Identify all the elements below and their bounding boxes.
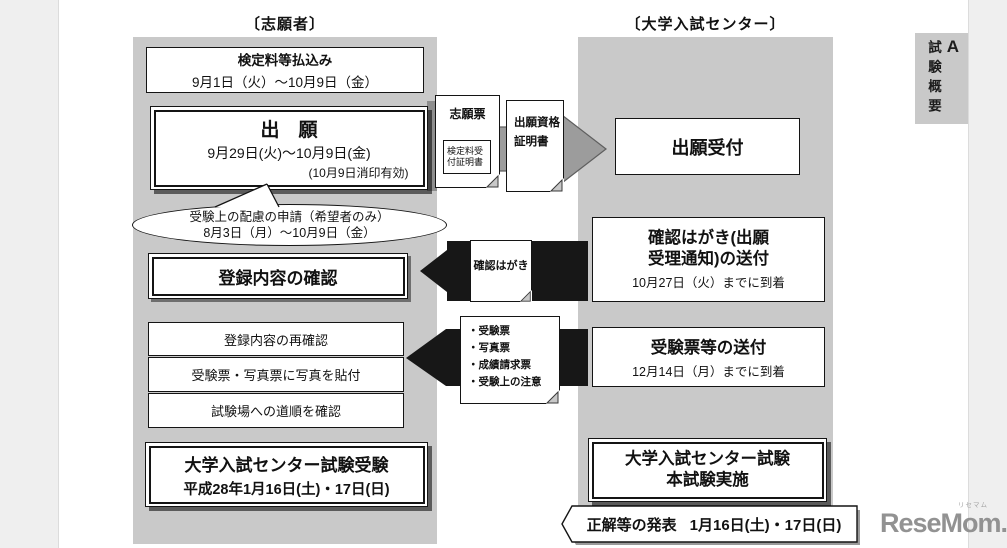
postcard-box: 確認はがき(出願 受理通知)の送付 10月27日（火）までに到着	[592, 217, 825, 302]
qualification-paper: 出願資格 証明書	[506, 100, 564, 192]
qualification-line2: 証明書	[514, 135, 549, 148]
confirm-box: 登録内容の確認	[148, 253, 408, 299]
side-tab-letter: A	[946, 37, 959, 56]
recheck-label: 登録内容の再確認	[223, 332, 328, 348]
bullet: ・	[468, 342, 479, 354]
page-fold-icon	[520, 290, 532, 302]
tickets-box: 受験票等の送付 12月14日（月）までに到着	[592, 327, 825, 387]
answer-banner-label: 正解等の発表	[586, 516, 677, 534]
center-header: 〔大学入試センター〕	[625, 16, 786, 33]
side-tab-kanji: 試験概要	[926, 40, 941, 118]
bullet: ・	[468, 325, 479, 337]
exam-box-applicant: 大学入試センター試験受験 平成28年1月16日(土)・17日(日)	[145, 442, 428, 507]
bullet: ・	[468, 376, 479, 388]
application-title: 出 願	[260, 120, 318, 141]
qualification-line1: 出願資格	[514, 117, 560, 129]
resemom-logo-ruby: リセマム	[958, 502, 988, 509]
application-postmark-note: (10月9日消印有効)	[308, 166, 409, 180]
confirm-label: 登録内容の確認	[218, 268, 338, 288]
postcard-arrival: 10月27日（火）までに到着	[632, 276, 785, 291]
enclosure-item: ・ 成績請求票	[468, 357, 559, 374]
resemom-logo-text: ReseMom.	[880, 507, 1007, 538]
application-form-paper: 志願票 検定料受付証明書	[435, 95, 500, 188]
payment-period: 9月1日（火）〜10月9日（金）	[191, 75, 379, 90]
bullet: ・	[468, 359, 479, 371]
consideration-line2: 8月3日（月）〜10月9日（金）	[203, 226, 376, 240]
application-period: 9月29日(火)〜10月9日(金)	[207, 145, 371, 161]
fee-receipt-box: 検定料受付証明書	[443, 140, 491, 174]
answer-banner-date: 1月16日(土)・17日(日)	[689, 516, 842, 534]
right-margin	[968, 0, 1007, 548]
left-margin	[0, 0, 59, 548]
page-fold-icon	[546, 390, 560, 404]
page-fold-icon	[550, 178, 564, 192]
page-fold-icon	[486, 174, 500, 188]
exam-box-center: 大学入試センター試験 本試験実施	[588, 438, 827, 502]
resemom-logo: リセマム ReseMom.	[880, 502, 1007, 538]
exam-applicant-title: 大学入試センター試験受験	[184, 455, 389, 475]
route-box: 試験場への道順を確認	[148, 393, 404, 428]
enclosure-item: ・ 受験上の注意	[468, 374, 559, 391]
recheck-box: 登録内容の再確認	[148, 322, 404, 356]
confirm-postcard-label: 確認はがき	[473, 260, 529, 272]
postcard-line1: 確認はがき(出願	[648, 228, 769, 247]
tickets-arrival: 12月14日（月）までに到着	[632, 365, 785, 379]
payment-title: 検定料等払込み	[237, 53, 333, 68]
side-tab: 試験概要 A	[915, 33, 968, 124]
applicant-header: 〔志願者〕	[244, 16, 325, 33]
fee-receipt-label: 検定料受付証明書	[447, 146, 484, 167]
photo-label: 受験票・写真票に写真を貼付	[191, 368, 361, 383]
reception-label: 出願受付	[671, 137, 744, 158]
exam-applicant-date: 平成28年1月16日(土)・17日(日)	[183, 481, 390, 498]
route-label: 試験場への道順を確認	[210, 404, 341, 419]
confirm-postcard-note: 確認はがき	[470, 240, 532, 302]
application-box: 出 願 9月29日(火)〜10月9日(金) (10月9日消印有効)	[150, 106, 428, 190]
reception-box: 出願受付	[615, 118, 800, 175]
exam-center-line1: 大学入試センター試験	[625, 449, 790, 468]
payment-box: 検定料等払込み 9月1日（火）〜10月9日（金）	[146, 47, 424, 93]
exam-center-line2: 本試験実施	[666, 471, 749, 489]
answer-banner: 正解等の発表 1月16日(土)・17日(日)	[578, 508, 850, 540]
enclosure-item: ・ 写真票	[468, 340, 559, 357]
enclosures-note: ・ 受験票 ・ 写真票 ・ 成績請求票 ・ 受験上の注意	[460, 316, 560, 404]
photo-box: 受験票・写真票に写真を貼付	[148, 357, 404, 392]
consideration-balloon: 受験上の配慮の申請（希望者のみ） 8月3日（月）〜10月9日（金）	[132, 204, 447, 246]
postcard-line2: 受理通知)の送付	[648, 249, 769, 268]
application-form-title: 志願票	[449, 107, 486, 121]
enclosure-item: ・ 受験票	[468, 323, 559, 340]
consideration-line1: 受験上の配慮の申請（希望者のみ）	[189, 209, 390, 224]
tickets-title: 受験票等の送付	[650, 339, 767, 357]
